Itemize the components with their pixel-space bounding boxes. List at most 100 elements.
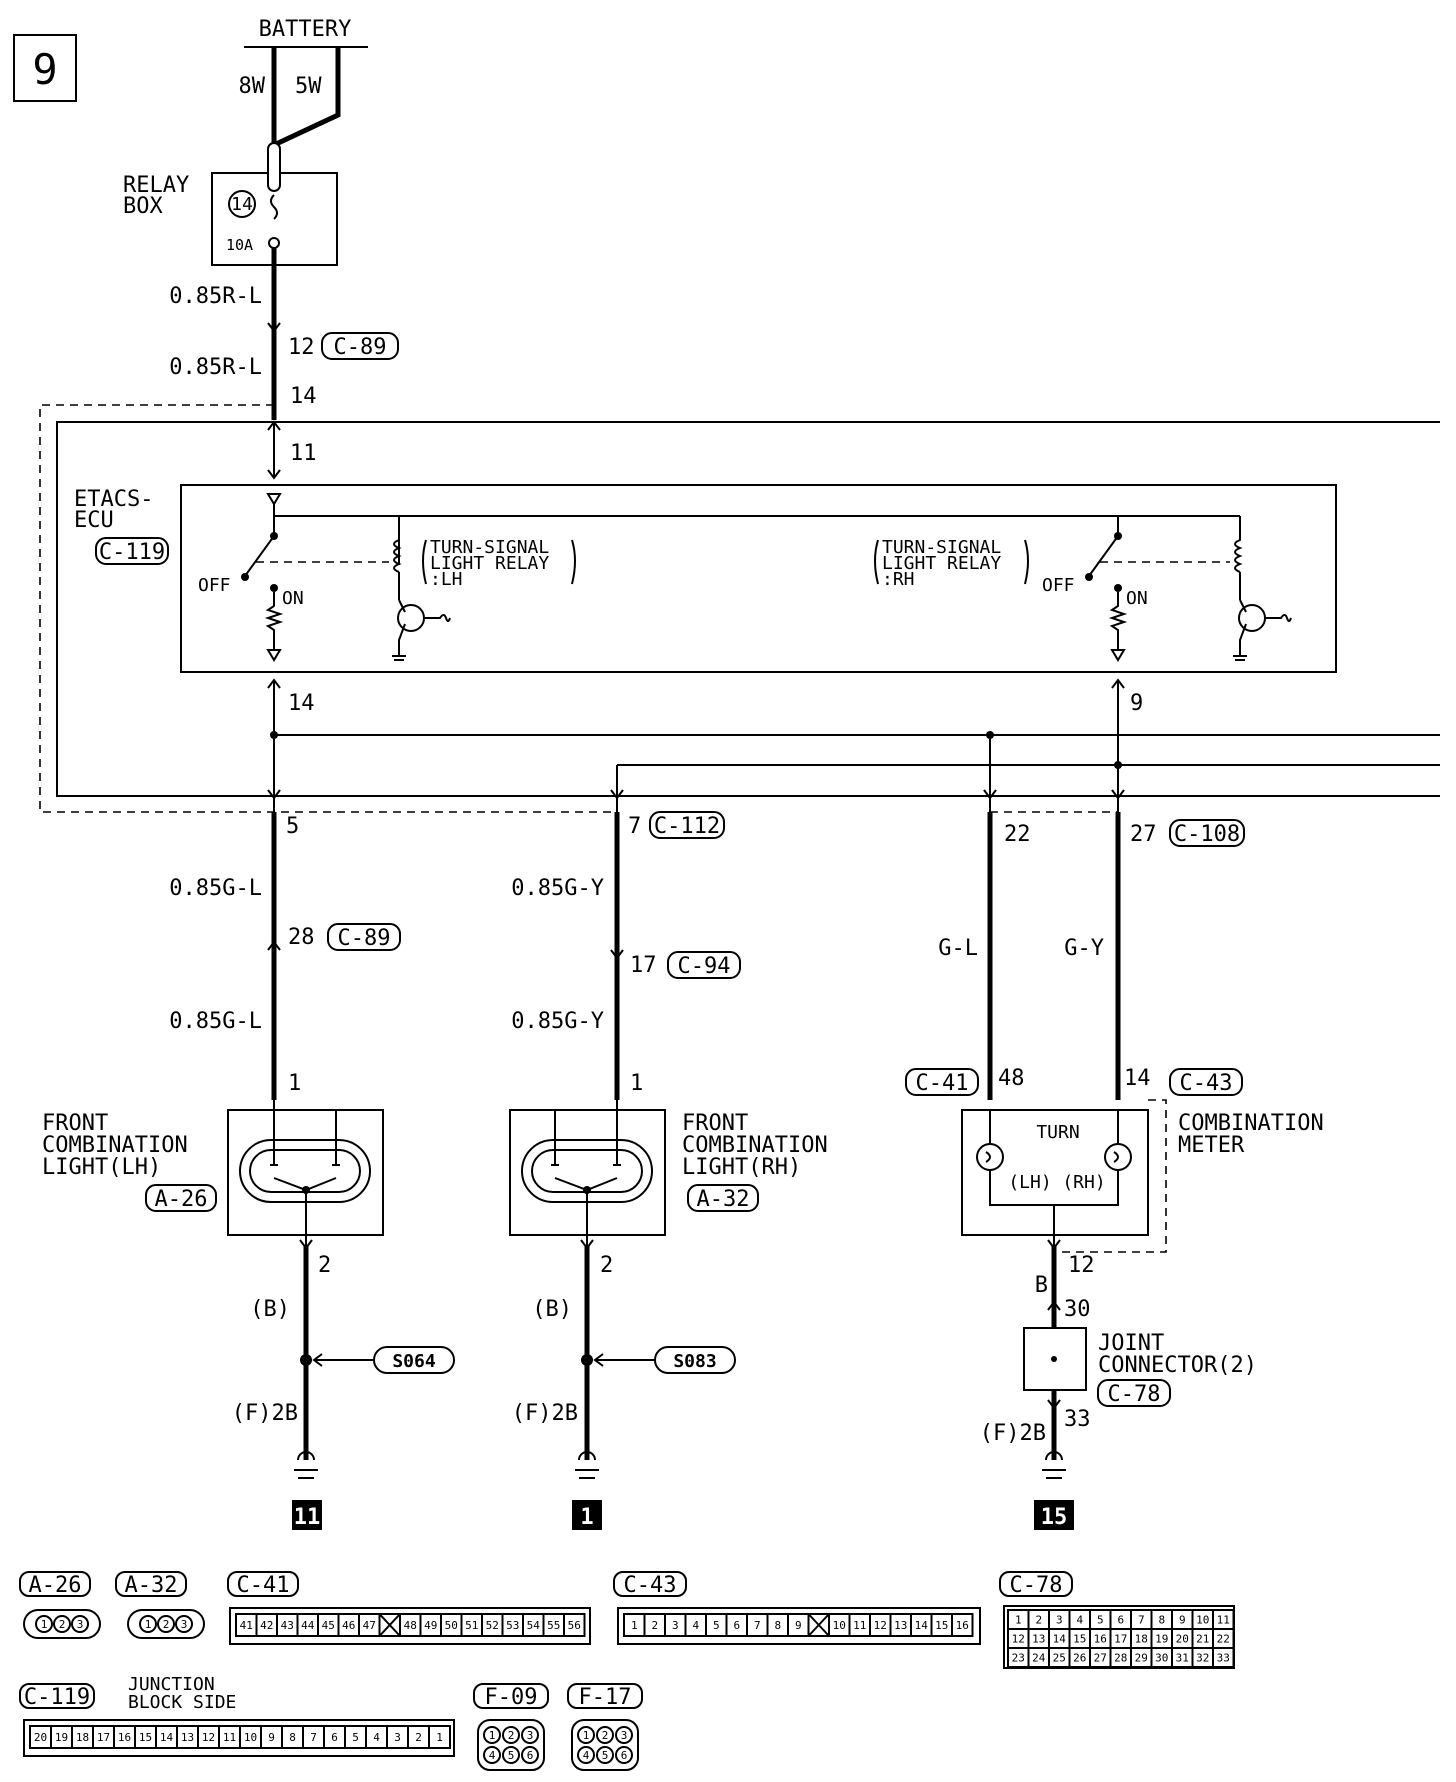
lh-on-label: ON [282, 588, 304, 609]
c78-pin-number: 10 [1196, 1614, 1209, 1627]
lh-resistor [264, 592, 284, 662]
a26-pin-cell [71, 1615, 89, 1633]
c78-pin-number: 32 [1196, 1652, 1209, 1665]
c78-pin-number: 31 [1176, 1652, 1189, 1665]
c119-pin-number: 5 [352, 1731, 359, 1744]
lh-wire-2: 0.85G-L [169, 1009, 262, 1034]
meter-bulb-filaments [985, 1110, 1119, 1245]
c119-pin-number: 8 [289, 1731, 296, 1744]
relay-lh-line-2: LIGHT RELAY [430, 553, 549, 574]
meter-pin-rh: 27 [1130, 822, 1157, 847]
c119-pin-number: 10 [244, 1731, 257, 1744]
lh-ground-point-box [292, 1500, 322, 1530]
rh-ground-wire-2: (F)2B [512, 1401, 578, 1426]
meter-ground-point-box [1034, 1500, 1074, 1530]
c78-pin-number: 27 [1094, 1652, 1107, 1665]
rh-component-connector: A-32 [697, 1187, 750, 1212]
rh-lamp-node [583, 1186, 591, 1194]
c43-pin-number: 11 [853, 1619, 866, 1632]
meter-wire-out: B [1035, 1273, 1048, 1298]
battery-label: BATTERY [259, 17, 352, 42]
c78-pin-number: 15 [1073, 1633, 1086, 1646]
c119-side-2: BLOCK SIDE [128, 1692, 236, 1713]
ecu-label-2: ECU [74, 508, 114, 533]
fuse-terminal [268, 237, 280, 249]
meter-ground-wire-2: (F)2B [980, 1421, 1046, 1446]
c119-pin-number: 14 [160, 1731, 174, 1744]
rh-splice-node [581, 1354, 593, 1366]
c119-body [23, 1719, 455, 1757]
rh-component-1: FRONT [682, 1111, 748, 1136]
a32-label: A-32 [125, 1573, 178, 1598]
c41-pin-number: 41 [240, 1619, 253, 1632]
relay-lh-line-1: TURN-SIGNAL [430, 537, 549, 558]
lh-ground-wire-label: (B) [250, 1297, 290, 1322]
fuse-rating: 10A [226, 236, 253, 254]
f09-pin-cell [502, 1746, 520, 1764]
f09-pin-cell [521, 1746, 539, 1764]
ecu-output-rh-arrow [1111, 678, 1125, 800]
c78-pin-number: 8 [1158, 1614, 1165, 1627]
ecu-connector: C-119 [99, 540, 165, 565]
f17-pin-cell [577, 1726, 595, 1744]
rh-transistor-leads [1233, 599, 1292, 661]
ecu-box [180, 484, 1337, 673]
lh-relay-coil [393, 539, 402, 600]
f17-pin-number: 3 [621, 1729, 628, 1742]
c43-pin-number: 14 [915, 1619, 929, 1632]
a32-label-box [115, 1571, 187, 1597]
c78-pin-number: 33 [1217, 1652, 1230, 1665]
c41-pin-number: 50 [445, 1619, 458, 1632]
c41-pin-number: 53 [506, 1619, 519, 1632]
rh-ground-point: 1 [580, 1505, 593, 1530]
ecu-label-1: ETACS- [74, 487, 153, 512]
c78-pin-number: 25 [1053, 1652, 1066, 1665]
meter-conn-lh-box [905, 1068, 979, 1096]
bus-node-meter-rh [1114, 761, 1122, 769]
c78-pin-number: 21 [1196, 1633, 1209, 1646]
lh-ground-pin: 2 [318, 1253, 331, 1278]
feed-connector-box [321, 332, 399, 360]
c43-pin-number: 10 [833, 1619, 846, 1632]
a32-pin-cell [139, 1615, 157, 1633]
a26-pin-number: 3 [77, 1618, 84, 1631]
a26-pin-number: 1 [41, 1618, 48, 1631]
rh-resistor [1108, 592, 1128, 662]
c43-pin-number: 13 [894, 1619, 907, 1632]
c78-pin-number: 17 [1114, 1633, 1127, 1646]
c119-pin-number: 12 [202, 1731, 215, 1744]
c43-pin-number: 4 [692, 1619, 699, 1632]
feed-wire-color-1: 0.85R-L [169, 284, 262, 309]
a26-label-box [19, 1571, 91, 1597]
c43-pin-number: 15 [935, 1619, 948, 1632]
c119-pin-number: 7 [310, 1731, 317, 1744]
lh-splice-arrowhead [312, 1353, 323, 1367]
rh-connector-a: C-112 [654, 814, 720, 839]
c119-pin-number: 11 [223, 1731, 236, 1744]
rh-off-label: OFF [1042, 575, 1075, 596]
c78-label-box [999, 1571, 1073, 1597]
c78-pin-cell [1212, 1647, 1235, 1668]
c119-pin-number: 2 [415, 1731, 422, 1744]
c119-pin-number: 6 [331, 1731, 338, 1744]
harness-bus-outline [56, 421, 1440, 797]
f17-pin-cell [577, 1746, 595, 1764]
meter-turn: TURN [1036, 1122, 1079, 1143]
f17-pin-number: 6 [621, 1749, 628, 1762]
lh-transistor-leads [392, 599, 451, 661]
a32-pin-number: 2 [163, 1618, 170, 1631]
rh-pin-b: 17 [630, 953, 657, 978]
c41-pin-number: 47 [363, 1619, 376, 1632]
page-number: 9 [32, 45, 57, 94]
c43-pin-number: 1 [631, 1619, 638, 1632]
c41-pin-number: 55 [547, 1619, 560, 1632]
c78-pin-number: 1 [1015, 1614, 1022, 1627]
lh-splice-node [300, 1354, 312, 1366]
c119-pin-number: 4 [373, 1731, 380, 1744]
rh-splice-arrowhead [593, 1353, 604, 1367]
rh-component-3: LIGHT(RH) [682, 1155, 801, 1180]
meter-connector-top: C-108 [1174, 822, 1240, 847]
c43-pin-number: 6 [733, 1619, 740, 1632]
